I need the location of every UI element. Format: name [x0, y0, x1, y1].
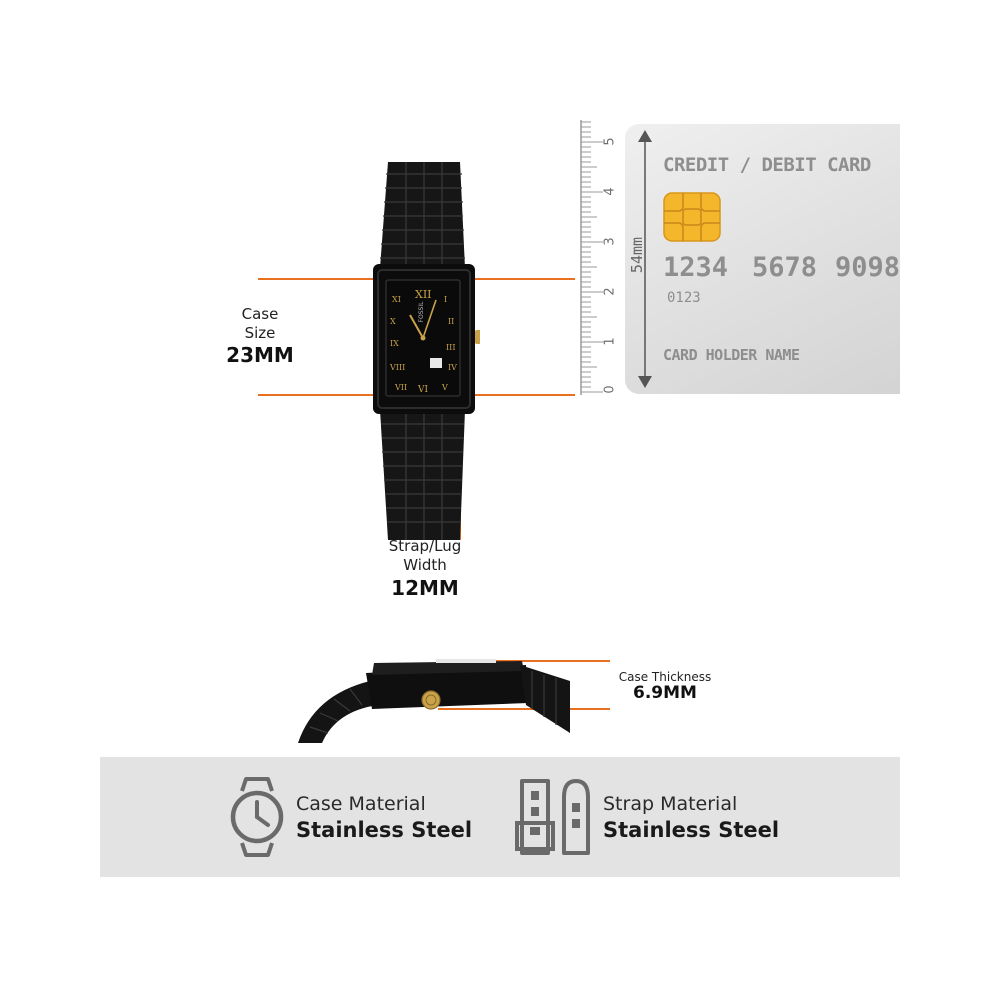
- materials-band: Case Material Stainless Steel Strap Mate…: [100, 757, 900, 877]
- svg-text:XII: XII: [415, 288, 432, 301]
- case-size-value: 23MM: [226, 343, 294, 367]
- card-sub-number: 0123: [667, 290, 701, 306]
- ruler-tick-label: 3: [602, 237, 618, 246]
- case-material-value: Stainless Steel: [296, 818, 473, 842]
- svg-text:XI: XI: [392, 295, 401, 304]
- case-size-label: Case Size: [220, 305, 300, 343]
- card-number-group: 9098: [835, 252, 900, 283]
- watch-front-image: XII XI I X II IX III VIII IV VII VI V FO…: [373, 162, 480, 540]
- svg-text:V: V: [441, 383, 448, 392]
- credit-card: 54mm CREDIT / DEBIT CARD 1234 5678 9098 …: [625, 124, 900, 394]
- case-size-label-line1: Case: [241, 305, 279, 323]
- svg-text:VIII: VIII: [389, 363, 405, 372]
- card-chip-icon: [663, 192, 721, 242]
- ruler-tick-label: 4: [602, 187, 618, 196]
- card-height-arrow: [638, 130, 652, 388]
- case-thickness-label: Case Thickness: [618, 670, 712, 684]
- strap-outline-icon: [515, 779, 590, 855]
- svg-text:II: II: [448, 317, 454, 326]
- card-title: CREDIT / DEBIT CARD: [663, 154, 871, 176]
- svg-text:VI: VI: [417, 385, 428, 395]
- card-number-group: 5678: [752, 252, 818, 283]
- watch-brand-text: FOSSIL: [418, 301, 425, 323]
- thickness-bottom-guide: [438, 708, 610, 710]
- card-holder-name: CARD HOLDER NAME: [663, 346, 800, 364]
- case-material-label: Case Material: [296, 793, 426, 815]
- ruler-labels: 5 4 3 2 1 0: [602, 120, 626, 400]
- strap-material-label: Strap Material: [603, 793, 738, 815]
- strap-material-value: Stainless Steel: [603, 818, 780, 842]
- ruler: [575, 120, 625, 400]
- ruler-tick-label: 0: [602, 385, 618, 394]
- svg-text:VII: VII: [394, 383, 407, 392]
- watch-outline-icon: [230, 777, 284, 857]
- strap-width-label-line1: Strap/Lug: [388, 537, 462, 555]
- svg-text:I: I: [444, 295, 447, 304]
- card-height-label: 54mm: [628, 236, 647, 274]
- svg-text:X: X: [390, 317, 396, 326]
- card-sheen: [625, 124, 900, 394]
- card-number-group: 1234: [663, 252, 729, 283]
- svg-text:III: III: [446, 343, 455, 352]
- svg-text:IX: IX: [390, 339, 399, 348]
- case-size-label-line2: Size: [244, 324, 276, 342]
- thickness-top-guide: [438, 660, 610, 662]
- watch-side-image: [298, 659, 570, 743]
- strap-width-value: 12MM: [391, 576, 459, 600]
- ruler-tick-label: 5: [602, 137, 618, 146]
- case-thickness-value: 6.9MM: [633, 683, 697, 703]
- strap-width-label-line2: Width: [403, 556, 447, 574]
- svg-text:IV: IV: [448, 363, 457, 372]
- ruler-tick-label: 1: [602, 337, 618, 346]
- ruler-tick-label: 2: [602, 287, 618, 296]
- strap-width-label: Strap/Lug Width: [375, 537, 475, 575]
